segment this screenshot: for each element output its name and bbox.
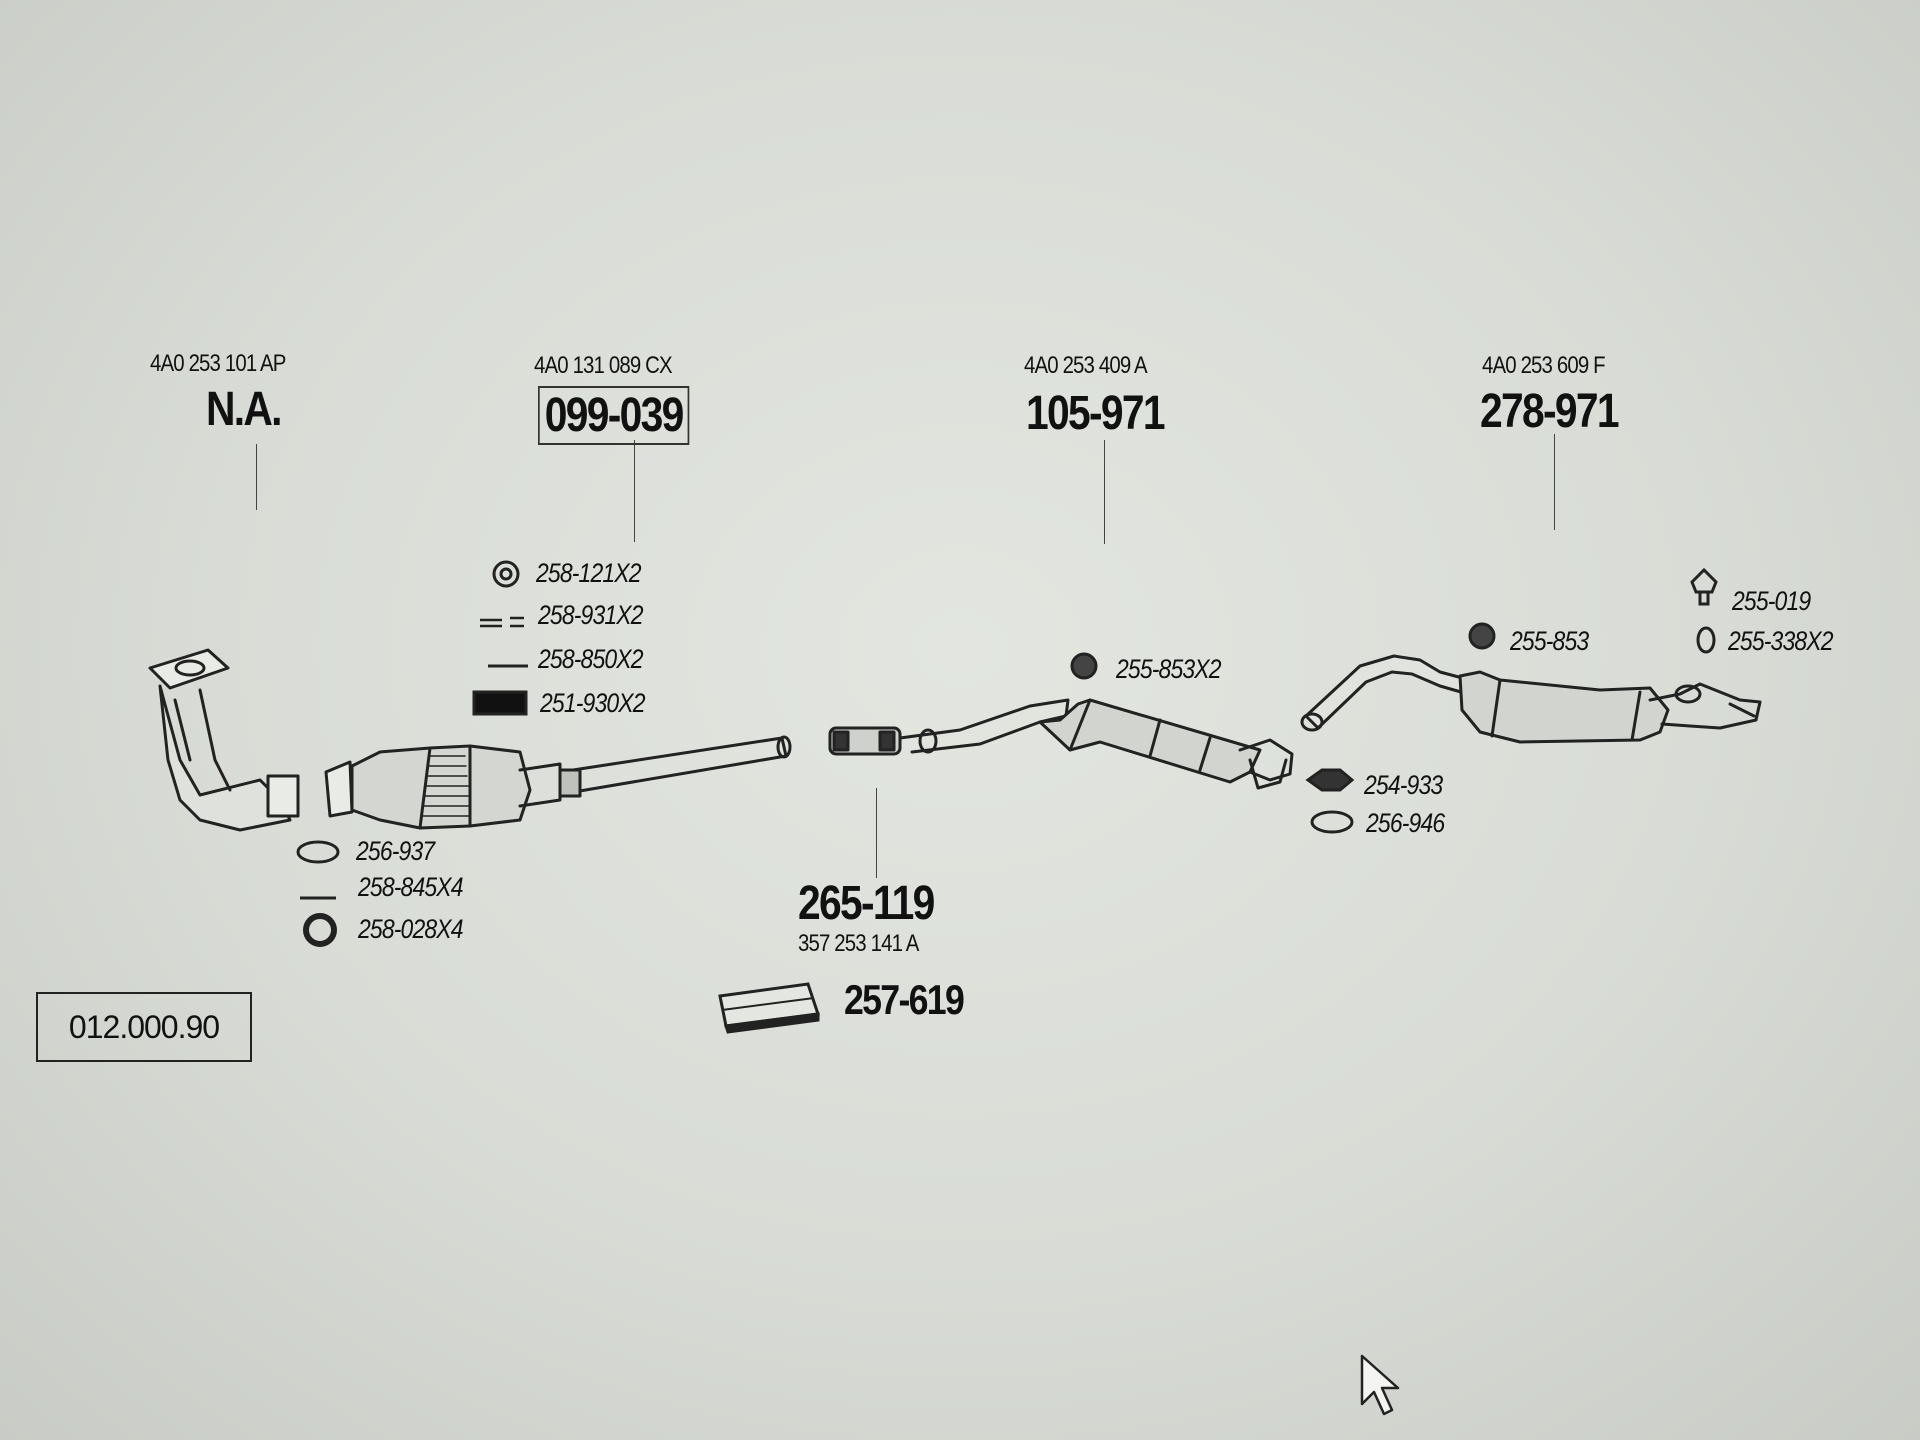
acc-manifold-2: 258-845X4 [358,872,464,902]
middle-pipe-oem: 357 253 141 A [798,930,919,957]
part-number-3: 105-971 [1026,387,1166,440]
acc-tail-2: 255-338X2 [1728,626,1834,656]
acc-cat-2: 258-931X2 [538,600,644,630]
middle-pipe-drawing [828,698,1070,756]
diagram-reference-box: 012.000.90 [36,992,252,1062]
down-pipe-drawing [148,648,300,832]
nut-icon [303,913,337,947]
oem-number-2: 4A0 131 089 CX [534,352,673,379]
hanger-ring-icon-2 [1468,622,1496,650]
middle-pipe-part: 265-119 [798,877,935,930]
part-number-4: 278-971 [1480,385,1620,438]
acc-cat-1: 258-121X2 [536,558,642,588]
acc-rear-1: 255-853 [1510,626,1589,656]
accessory-icons [296,560,1718,1034]
leader-line-1 [256,444,257,510]
hanger-icon [1690,567,1718,606]
catalyst-drawing [324,735,792,830]
acc-manifold-3: 258-028X4 [358,914,464,944]
clamp-ring-icon [492,560,520,588]
acc-tail-1: 255-019 [1732,586,1811,616]
oem-number-4: 4A0 253 609 F [1482,352,1606,379]
acc-cat-4: 251-930X2 [540,688,646,718]
center-silencer-drawing [1038,698,1294,790]
acc-manifold-1: 256-937 [356,836,435,866]
leader-line-3 [1104,440,1105,544]
leader-line-4 [1554,434,1555,530]
acc-joint-2: 256-946 [1366,808,1445,838]
acc-joint-1: 254-933 [1364,770,1443,800]
bolt-icon [480,616,524,628]
part-number-2: 099-039 [538,386,690,445]
part-number-1: N.A. [206,383,282,436]
heat-shield-part: 257-619 [844,976,965,1023]
heat-shield-icon [718,982,820,1034]
acc-center-1: 255-853X2 [1116,654,1222,684]
acc-cat-3: 258-850X2 [538,644,644,674]
gasket-block-icon [472,690,528,716]
ring-icon [1310,810,1354,834]
oem-number-1: 4A0 253 101 AP [150,350,286,377]
rubber-ring-icon [1696,626,1716,654]
clamp-icon [1305,768,1355,792]
leader-line-2 [634,440,635,542]
oem-number-3: 4A0 253 409 A [1024,352,1148,379]
gasket-ring-icon [296,840,340,864]
leader-line-5 [876,788,877,878]
hanger-ring-icon [1070,652,1098,680]
rear-pipe-drawing [1300,654,1472,732]
rear-silencer-drawing [1458,670,1762,744]
